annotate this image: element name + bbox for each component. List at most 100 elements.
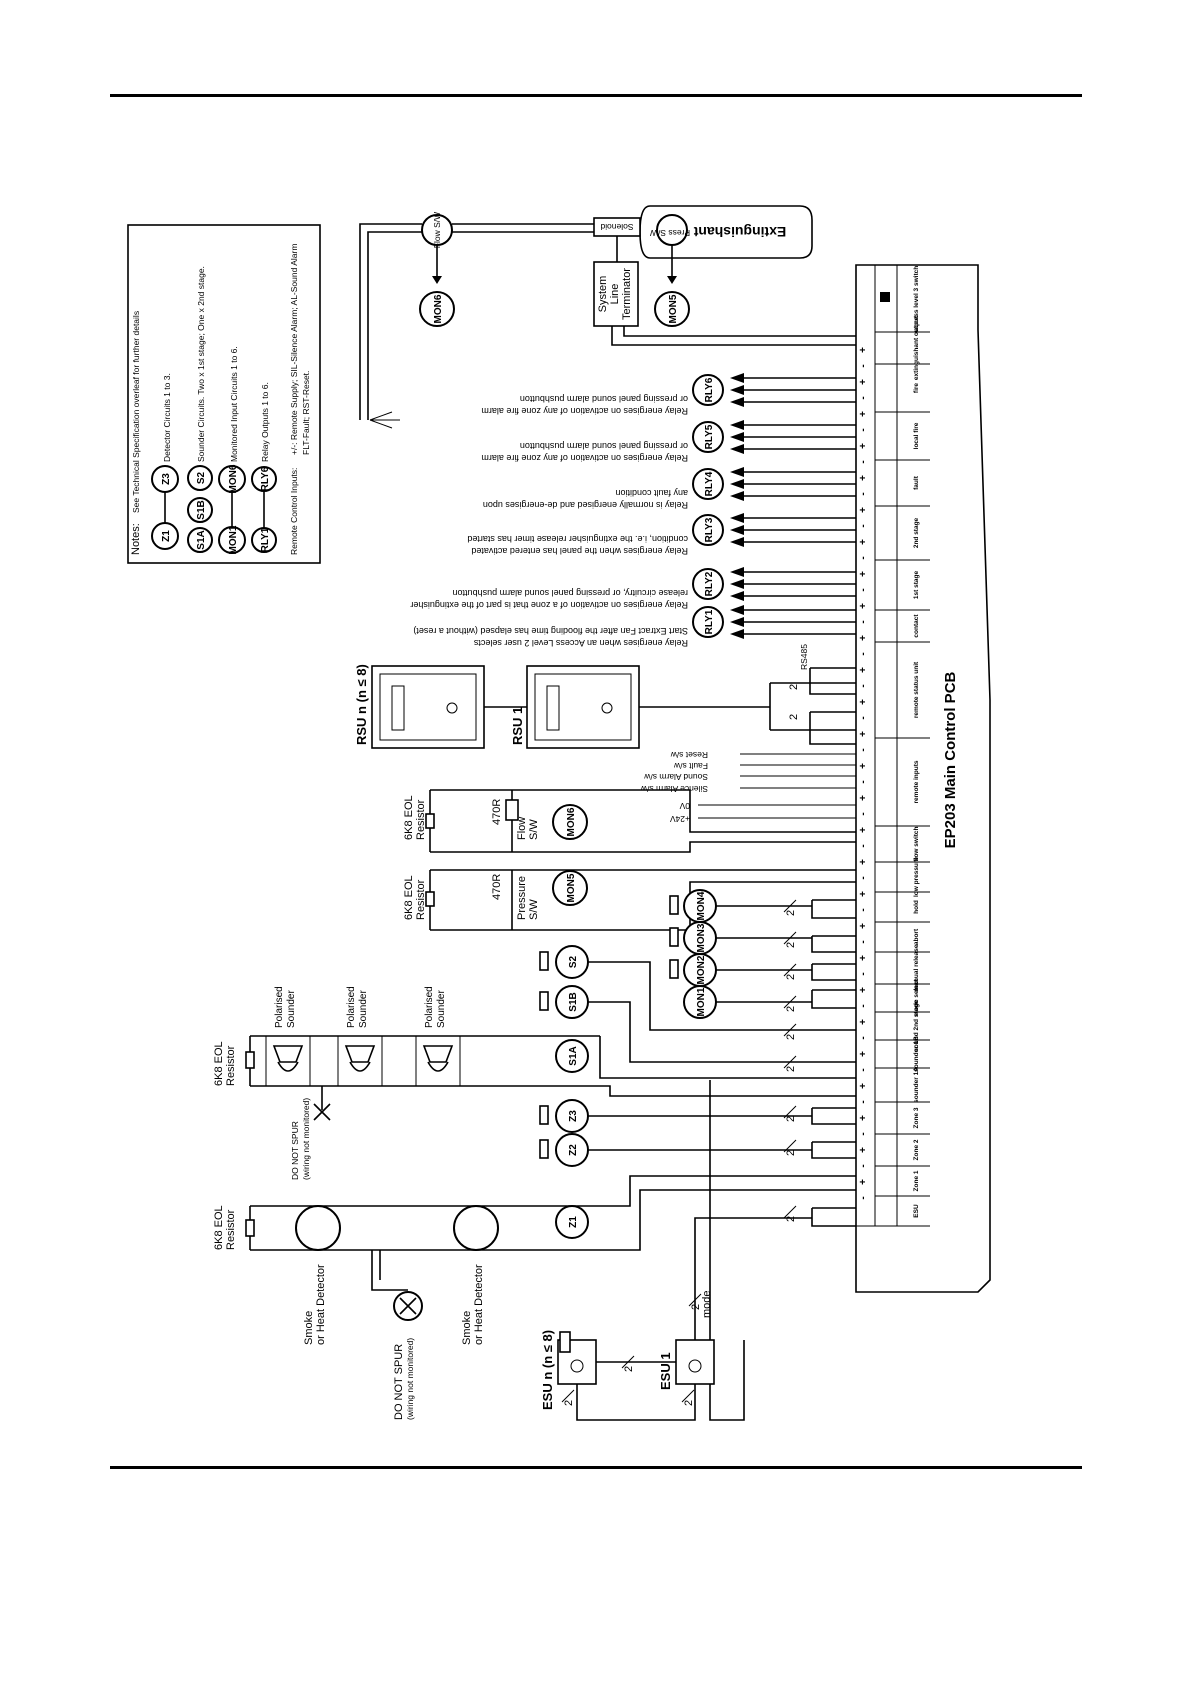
terminal-polarity: + xyxy=(858,699,869,705)
fault-sw-label: Fault s/w xyxy=(673,761,708,771)
rsu-bus-2b: 2 xyxy=(788,714,800,720)
monitored-inputs: MON4 MON3 MON2 MON1 S2 S1B xyxy=(539,889,856,1421)
plus-24v-label: +24V xyxy=(670,814,690,824)
terminal-polarity: + xyxy=(858,667,869,673)
terminal-polarity: + xyxy=(858,1019,869,1025)
pcb-group-label: manual release xyxy=(913,944,920,991)
wire-count-2: 2 xyxy=(683,1400,695,1406)
flow-470r: 470R xyxy=(491,799,503,825)
terminal-polarity: - xyxy=(858,588,869,591)
note-sounder-text: Sounder Circuits. Two x 1st stage; One x… xyxy=(196,266,206,462)
wire-count-2: 2 xyxy=(623,1366,635,1372)
terminal-polarity: - xyxy=(858,1036,869,1039)
relay-2-label: RLY2 xyxy=(704,571,715,596)
esu-mode-label: mode xyxy=(701,1290,713,1318)
extinguishant-title: Extinguishant xyxy=(693,224,786,240)
silence-sw-label: Silence Alarm s/w xyxy=(640,784,708,794)
z1-eol-1: 6K8 EOL xyxy=(213,1205,225,1250)
note-sounder: S1A S1B S2 Sounder Circuits. Two x 1st s… xyxy=(187,266,213,553)
wire-count-2: 2 xyxy=(785,1034,797,1040)
terminal-polarity: - xyxy=(858,716,869,719)
note-detector: Z1 Z3 Detector Circuits 1 to 3. xyxy=(151,373,179,550)
pressure-470r: 470R xyxy=(491,874,503,900)
pcb-group-label: sound 2nd stage xyxy=(913,1000,920,1052)
detector-spur-1: DO NOT SPUR xyxy=(393,1344,405,1420)
terminal-polarity: + xyxy=(858,1083,869,1089)
terminal-polarity: - xyxy=(858,396,869,399)
zones-2-3: Z3 Z2 xyxy=(539,1099,856,1167)
pcb-group-label: ESU xyxy=(913,1204,920,1218)
sounder-spur-2: (wiring not monitored) xyxy=(301,1098,311,1180)
note-monitored-text: Monitored Input Circuits 1 to 6. xyxy=(229,346,239,462)
terminal-polarity: - xyxy=(858,460,869,463)
relay-3-desc-b: condition, i.e. the extinguisher release… xyxy=(467,534,688,544)
terminal-polarity: - xyxy=(858,972,869,975)
terminal-polarity: + xyxy=(858,635,869,641)
note-z1-label: Z1 xyxy=(161,530,172,542)
pcb-group-label: sounder 1A xyxy=(913,1067,920,1103)
terminal-polarity: - xyxy=(858,428,869,431)
pcb-group-label: flow switch xyxy=(913,826,920,861)
terminal-polarity: + xyxy=(858,891,869,897)
terminal-polarity: + xyxy=(858,955,869,961)
mon3-label: MON3 xyxy=(696,923,707,952)
relay-4-desc-b: any fault condition xyxy=(615,488,688,498)
wire-count-2: 2 xyxy=(785,1066,797,1072)
rsu-group: RSU n (n ≤ 8) RSU 1 RS485 2 2 xyxy=(354,644,856,749)
terminal-polarity: - xyxy=(858,1196,869,1199)
zone-1-circuit: Z1 6K8 EOL Resistor Smoke or Heat Detect… xyxy=(213,1175,856,1420)
press-mon5-label: MON5 xyxy=(668,294,679,323)
bottom-rule xyxy=(110,1466,1082,1469)
note-mon6-label: MON6 xyxy=(228,464,239,493)
wire-count-2: 2 xyxy=(785,1116,797,1122)
note-mon1-label: MON1 xyxy=(228,525,239,554)
wire-count-2: 2 xyxy=(563,1400,575,1406)
flow-switch-label: Flow S/W xyxy=(432,212,442,248)
rsu-n-label: RSU n (n ≤ 8) xyxy=(354,664,369,745)
zero-v-label: 0V xyxy=(679,801,690,811)
pcb-group-label: 2nd stage xyxy=(913,517,920,548)
relay-6-desc-a: Relay energises on activation of any zon… xyxy=(481,406,688,416)
pcb-group-label: Zone 1 xyxy=(913,1170,920,1191)
terminal-polarity: + xyxy=(858,795,869,801)
pcb-group-label: abort xyxy=(913,928,920,945)
z1-label: Z1 xyxy=(568,1216,579,1228)
sounder-label-1: Polarised xyxy=(424,986,435,1028)
terminal-polarity: - xyxy=(858,1004,869,1007)
pressure-eol-2: Resistor xyxy=(415,879,427,920)
pressure-eol-1: 6K8 EOL xyxy=(403,875,415,920)
terminal-polarity: - xyxy=(858,908,869,911)
esu-n-label: ESU n (n ≤ 8) xyxy=(540,1330,555,1410)
sounder-spur-1: DO NOT SPUR xyxy=(290,1121,300,1180)
terminal-polarity: + xyxy=(858,507,869,513)
z3-label: Z3 xyxy=(568,1110,579,1122)
terminal-polarity: + xyxy=(858,731,869,737)
z2-label: Z2 xyxy=(568,1144,579,1156)
wire-count-2: 2 xyxy=(785,942,797,948)
terminal-polarity: + xyxy=(858,923,869,929)
detector-a-2: or Heat Detector xyxy=(315,1264,327,1345)
flow-mon6-label: MON6 xyxy=(433,294,444,323)
esu-group: ESU n (n ≤ 8) ESU 1 mode xyxy=(540,1207,856,1421)
mon4-label: MON4 xyxy=(696,891,707,920)
pcb-group-label: contact xyxy=(913,614,920,638)
terminal-polarity: + xyxy=(858,603,869,609)
flow-circuit-mon6: MON6 xyxy=(566,807,577,836)
terminator-2: Line xyxy=(609,284,621,305)
note-s2-label: S2 xyxy=(196,471,207,484)
s1a-label: S1A xyxy=(568,1046,579,1065)
terminal-polarity: - xyxy=(858,876,869,879)
pcb-group-label: Zone 3 xyxy=(913,1107,920,1128)
pressure-sw-1: Pressure xyxy=(516,876,528,920)
terminator-3: Terminator xyxy=(621,268,633,320)
sounder-label-2: Sounder xyxy=(436,990,447,1028)
